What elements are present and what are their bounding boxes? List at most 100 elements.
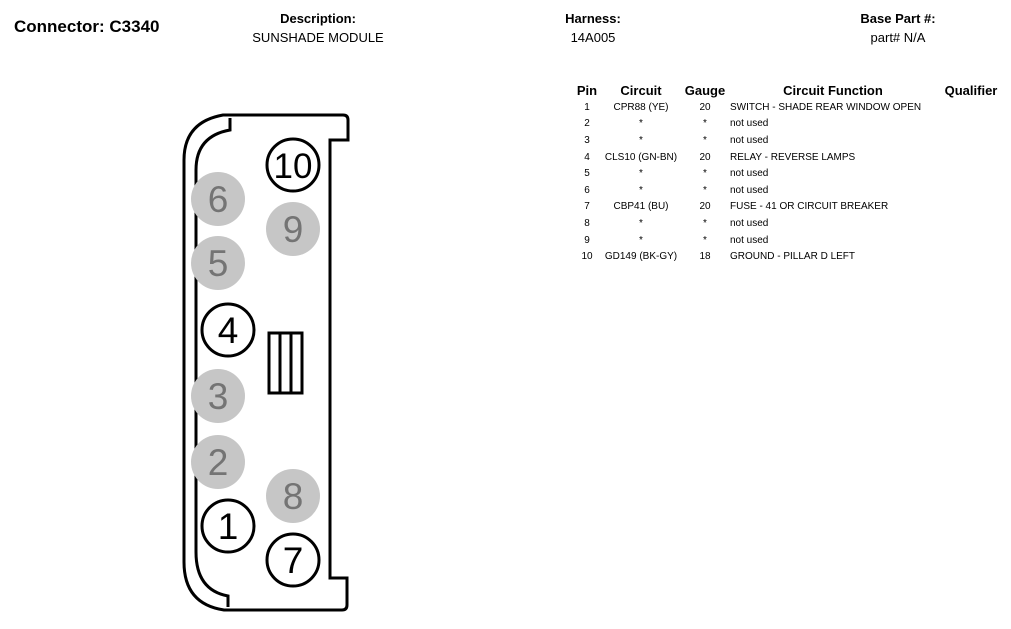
gauge-cell: * xyxy=(703,168,707,180)
base-part-label: Base Part #: xyxy=(860,11,936,26)
pin-number-label: 6 xyxy=(208,179,229,220)
circuit-cell: * xyxy=(639,168,643,180)
function-cell: not used xyxy=(730,217,769,229)
connector-title: Connector: C3340 xyxy=(14,17,160,36)
table-row: 2 * * not used xyxy=(574,116,1004,133)
connector-pins: 1 2 3 4 5 6 7 8 9 10 xyxy=(191,137,321,588)
pin-circle xyxy=(191,236,245,290)
gauge-cell: * xyxy=(703,134,707,146)
function-cell: not used xyxy=(730,118,769,130)
gauge-cell: * xyxy=(703,184,707,196)
column-header-gauge: Gauge xyxy=(684,83,726,98)
pin-number-label: 2 xyxy=(208,442,229,483)
pin-cell: 6 xyxy=(584,184,590,196)
connector-pin-5: 5 xyxy=(191,236,245,290)
pin-number-label: 8 xyxy=(283,476,304,517)
connector-pin-3: 3 xyxy=(191,369,245,423)
harness-value: 14A005 xyxy=(570,30,616,45)
circuit-cell: * xyxy=(639,234,643,246)
pin-cell: 10 xyxy=(581,251,593,263)
function-cell: RELAY - REVERSE LAMPS xyxy=(730,151,856,163)
circuit-cell: CPR88 (YE) xyxy=(613,101,669,113)
circuit-cell: * xyxy=(639,184,643,196)
qualifier-cell xyxy=(938,99,1004,116)
connector-pin-9: 9 xyxy=(266,202,320,256)
qualifier-cell xyxy=(938,232,1004,249)
qualifier-cell xyxy=(938,165,1004,182)
connector-pin-4: 4 xyxy=(200,302,256,358)
function-cell: not used xyxy=(730,184,769,196)
circuit-cell: CLS10 (GN-BN) xyxy=(604,151,678,163)
pin-cell: 1 xyxy=(584,101,590,113)
connector-pin-8: 8 xyxy=(266,469,320,523)
column-header-qualifier: Qualifier xyxy=(944,83,998,98)
base-part-value: part# N/A xyxy=(870,30,926,45)
table-row: 8 * * not used xyxy=(574,215,1004,232)
pin-table-header: Pin Circuit Gauge Circuit Function Quali… xyxy=(574,82,1004,99)
circuit-cell: * xyxy=(639,118,643,130)
qualifier-cell xyxy=(938,199,1004,216)
pin-circle xyxy=(266,202,320,256)
pin-cell: 4 xyxy=(584,151,590,163)
function-cell: FUSE - 41 OR CIRCUIT BREAKER xyxy=(730,201,889,213)
description-block: Description: SUNSHADE MODULE xyxy=(228,11,408,45)
table-row: 9 * * not used xyxy=(574,232,1004,249)
circuit-cell: CBP41 (BU) xyxy=(613,201,669,213)
pin-number-label: 1 xyxy=(218,506,239,547)
description-value: SUNSHADE MODULE xyxy=(252,30,384,45)
pin-circle xyxy=(265,532,321,588)
pin-number-label: 7 xyxy=(283,540,304,581)
table-row: 7 CBP41 (BU) 20 FUSE - 41 OR CIRCUIT BRE… xyxy=(574,199,1004,216)
harness-label: Harness: xyxy=(565,11,621,26)
connector-pin-6: 6 xyxy=(191,172,245,226)
qualifier-cell xyxy=(938,248,1004,265)
pin-circle xyxy=(191,435,245,489)
column-header-circuit-function: Circuit Function xyxy=(783,83,883,98)
table-row: 6 * * not used xyxy=(574,182,1004,199)
qualifier-cell xyxy=(938,149,1004,166)
table-row: 4 CLS10 (GN-BN) 20 RELAY - REVERSE LAMPS xyxy=(574,149,1004,166)
pin-circle xyxy=(200,302,256,358)
connector-pin-1: 1 xyxy=(200,498,256,554)
qualifier-cell xyxy=(938,116,1004,133)
connector-diagram: 1 2 3 4 5 6 7 8 9 10 xyxy=(182,113,350,612)
function-cell: not used xyxy=(730,168,769,180)
gauge-cell: * xyxy=(703,118,707,130)
table-row: 3 * * not used xyxy=(574,132,1004,149)
pin-cell: 3 xyxy=(584,134,590,146)
table-row: 5 * * not used xyxy=(574,165,1004,182)
qualifier-cell xyxy=(938,215,1004,232)
pin-table: Pin Circuit Gauge Circuit Function Quali… xyxy=(574,82,1004,265)
gauge-cell: 20 xyxy=(699,151,711,163)
function-cell: GROUND - PILLAR D LEFT xyxy=(730,251,856,263)
pin-circle xyxy=(191,172,245,226)
base-part-block: Base Part #: part# N/A xyxy=(838,11,958,45)
gauge-cell: 20 xyxy=(699,101,711,113)
connector-pin-7: 7 xyxy=(265,532,321,588)
pin-number-label: 9 xyxy=(283,209,304,250)
gauge-cell: * xyxy=(703,234,707,246)
gauge-cell: 18 xyxy=(699,251,711,263)
connector-key-slot xyxy=(267,331,304,395)
column-header-circuit: Circuit xyxy=(620,83,662,98)
function-cell: SWITCH - SHADE REAR WINDOW OPEN xyxy=(730,101,922,113)
pin-circle xyxy=(265,137,321,193)
column-header-pin: Pin xyxy=(576,83,598,98)
pin-circle xyxy=(266,469,320,523)
pin-cell: 5 xyxy=(584,168,590,180)
pin-cell: 7 xyxy=(584,201,590,213)
connector-pin-10: 10 xyxy=(265,137,321,193)
description-label: Description: xyxy=(280,11,356,26)
qualifier-cell xyxy=(938,132,1004,149)
pin-number-label: 10 xyxy=(274,147,313,186)
pin-cell: 8 xyxy=(584,217,590,229)
pin-cell: 9 xyxy=(584,234,590,246)
pin-cell: 2 xyxy=(584,118,590,130)
circuit-cell: GD149 (BK-GY) xyxy=(604,251,678,263)
pin-number-label: 5 xyxy=(208,243,229,284)
qualifier-cell xyxy=(938,182,1004,199)
connector-inner-lip xyxy=(194,118,232,607)
circuit-cell: * xyxy=(639,134,643,146)
gauge-cell: 20 xyxy=(699,201,711,213)
connector-pin-2: 2 xyxy=(191,435,245,489)
